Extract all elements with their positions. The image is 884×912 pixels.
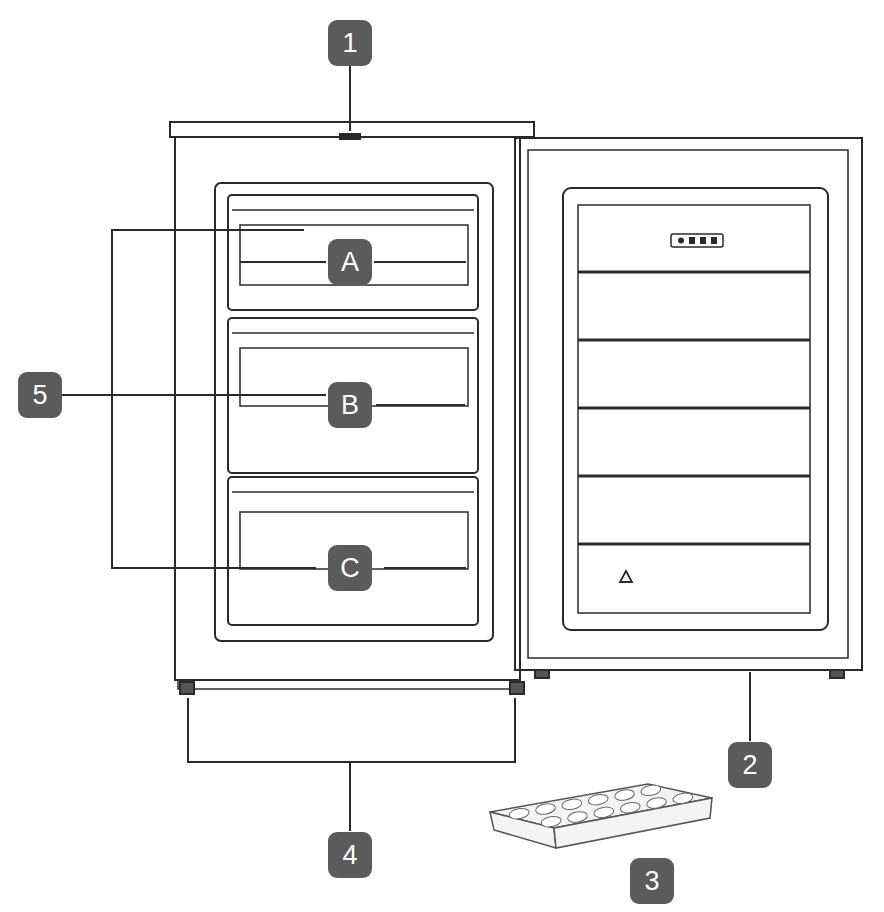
drawer-b-rim xyxy=(232,332,474,334)
drawer-a xyxy=(228,195,478,310)
door-foot xyxy=(535,670,549,678)
callout-text: B xyxy=(341,392,359,419)
callout-text: 3 xyxy=(644,868,659,895)
callout-number: 2 xyxy=(728,742,772,788)
freezer-cabinet xyxy=(170,122,534,694)
callout-text: C xyxy=(340,555,360,582)
foot xyxy=(180,682,194,694)
drawer-c xyxy=(228,477,478,625)
bracket xyxy=(188,698,515,762)
callout-text: 5 xyxy=(32,382,47,409)
callout-number: 1 xyxy=(328,20,372,66)
door-shelves xyxy=(578,272,810,544)
callout-number: B xyxy=(328,382,372,428)
door-outer xyxy=(515,138,862,670)
cabinet-base xyxy=(178,680,518,689)
door-foot xyxy=(830,670,844,678)
freezer-door xyxy=(515,138,862,678)
callout-number: 4 xyxy=(328,832,372,878)
triangle-mark xyxy=(620,571,632,582)
ice-cell xyxy=(508,807,529,820)
leader-lines xyxy=(62,66,750,831)
drawer-c-rim xyxy=(232,491,474,493)
ice-cell xyxy=(593,806,614,819)
ice-cell xyxy=(535,802,556,815)
callout-number: A xyxy=(328,239,372,285)
ice-tray-side xyxy=(554,798,712,848)
callout-number: 5 xyxy=(18,372,62,418)
ice-tray xyxy=(490,784,712,848)
door-inner-panel xyxy=(578,205,810,613)
ice-cell xyxy=(567,810,588,823)
drawer-a-front xyxy=(240,225,468,285)
callout-number: 3 xyxy=(630,858,674,904)
ice-cell xyxy=(561,798,582,811)
door-badge xyxy=(671,234,723,247)
callout-text: 4 xyxy=(342,842,357,869)
inner-liner xyxy=(215,183,493,641)
callout-text: 2 xyxy=(742,752,757,779)
ice-cell xyxy=(646,796,667,809)
drawer-a-rim xyxy=(232,209,474,211)
callout-text: A xyxy=(341,249,359,276)
ice-cell xyxy=(672,792,693,805)
ice-cell xyxy=(640,784,661,797)
door-panel xyxy=(563,188,828,630)
ice-cell xyxy=(587,793,608,806)
door-gasket xyxy=(528,150,848,658)
ice-cell xyxy=(619,801,640,814)
ice-cell xyxy=(540,815,561,828)
callout-number: C xyxy=(328,545,372,591)
foot xyxy=(510,682,524,694)
cabinet-body xyxy=(175,137,520,680)
callout-text: 1 xyxy=(342,30,357,57)
ice-cell xyxy=(614,788,635,801)
